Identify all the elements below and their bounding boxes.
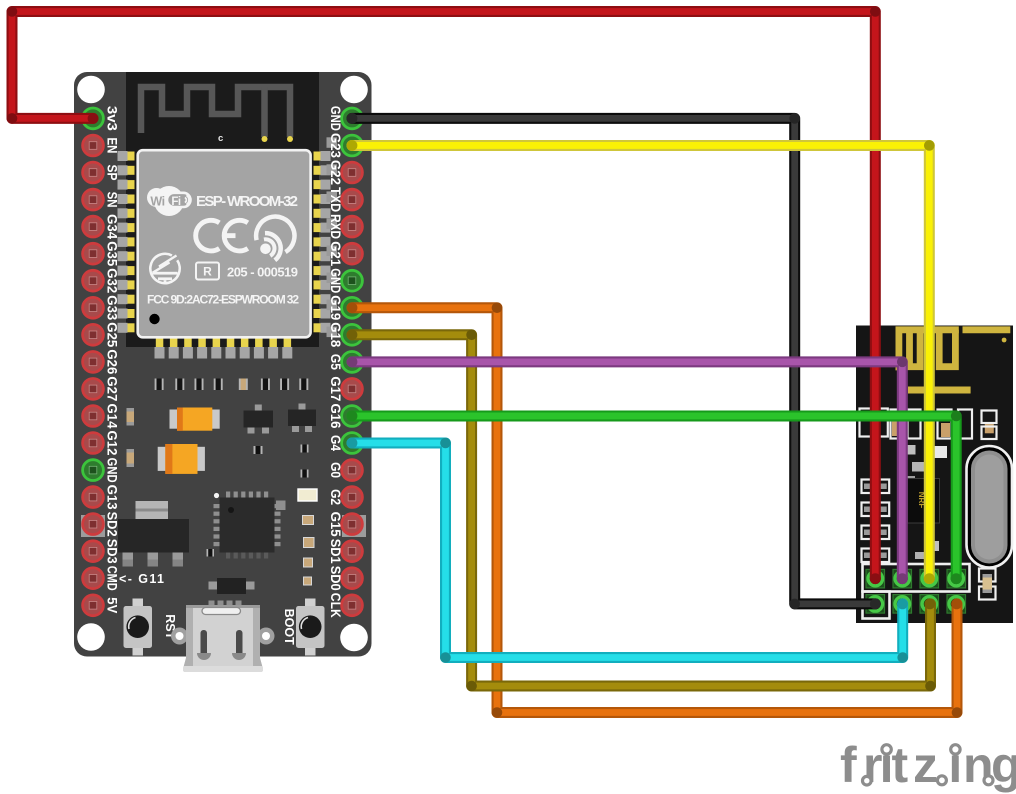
svg-text:G32: G32: [105, 268, 120, 293]
svg-text:SD1: SD1: [328, 539, 343, 564]
svg-text:SN: SN: [105, 192, 120, 208]
svg-text:G2: G2: [328, 489, 343, 505]
svg-text:<- G11: <- G11: [119, 572, 164, 586]
svg-text:G27: G27: [105, 376, 120, 401]
svg-text:RXD: RXD: [328, 214, 343, 239]
svg-text:205 - 000519: 205 - 000519: [227, 265, 298, 280]
svg-text:G34: G34: [105, 214, 120, 239]
svg-text:G13: G13: [105, 485, 120, 510]
svg-text:G26: G26: [105, 349, 120, 374]
svg-text:EN: EN: [105, 138, 120, 154]
svg-text:TXD: TXD: [328, 187, 343, 212]
svg-text:G15: G15: [328, 512, 343, 537]
svg-text:G0: G0: [328, 462, 343, 478]
svg-text:G33: G33: [105, 295, 120, 320]
svg-text:SD3: SD3: [105, 539, 120, 564]
svg-text:GND: GND: [105, 458, 120, 483]
svg-text:ESP- WROOM-32: ESP- WROOM-32: [196, 193, 298, 210]
svg-text:G23: G23: [328, 133, 343, 158]
svg-text:GND: GND: [328, 106, 343, 131]
svg-text:SP: SP: [105, 165, 120, 181]
svg-text:G25: G25: [105, 322, 120, 347]
svg-text:FCC 9D:2AC72-ESPWROOM 32: FCC 9D:2AC72-ESPWROOM 32: [147, 293, 299, 307]
svg-text:G14: G14: [105, 404, 120, 429]
svg-text:G4: G4: [328, 435, 343, 451]
svg-text:G18: G18: [328, 322, 343, 347]
svg-text:Fi: Fi: [171, 196, 181, 208]
svg-text:Wi: Wi: [150, 194, 164, 208]
svg-text:G12: G12: [105, 431, 120, 456]
svg-text:SD2: SD2: [105, 512, 120, 537]
svg-text:G17: G17: [328, 376, 343, 401]
svg-text:G35: G35: [105, 241, 120, 266]
svg-text:G16: G16: [328, 404, 343, 429]
svg-text:G5: G5: [328, 354, 343, 370]
svg-text:3v3: 3v3: [105, 106, 120, 132]
svg-text:R: R: [203, 265, 212, 279]
svg-text:G19: G19: [328, 295, 343, 320]
svg-text:CLK: CLK: [328, 593, 343, 618]
svg-text:BOOT: BOOT: [282, 609, 296, 645]
svg-text:GND: GND: [328, 268, 343, 293]
svg-text:NRF: NRF: [917, 492, 926, 509]
svg-text:5V: 5V: [105, 597, 120, 613]
svg-text:c: c: [218, 133, 223, 144]
svg-text:SD0: SD0: [328, 566, 343, 591]
svg-text:G22: G22: [328, 160, 343, 185]
svg-text:CMD: CMD: [105, 566, 120, 591]
svg-text:G21: G21: [328, 241, 343, 266]
